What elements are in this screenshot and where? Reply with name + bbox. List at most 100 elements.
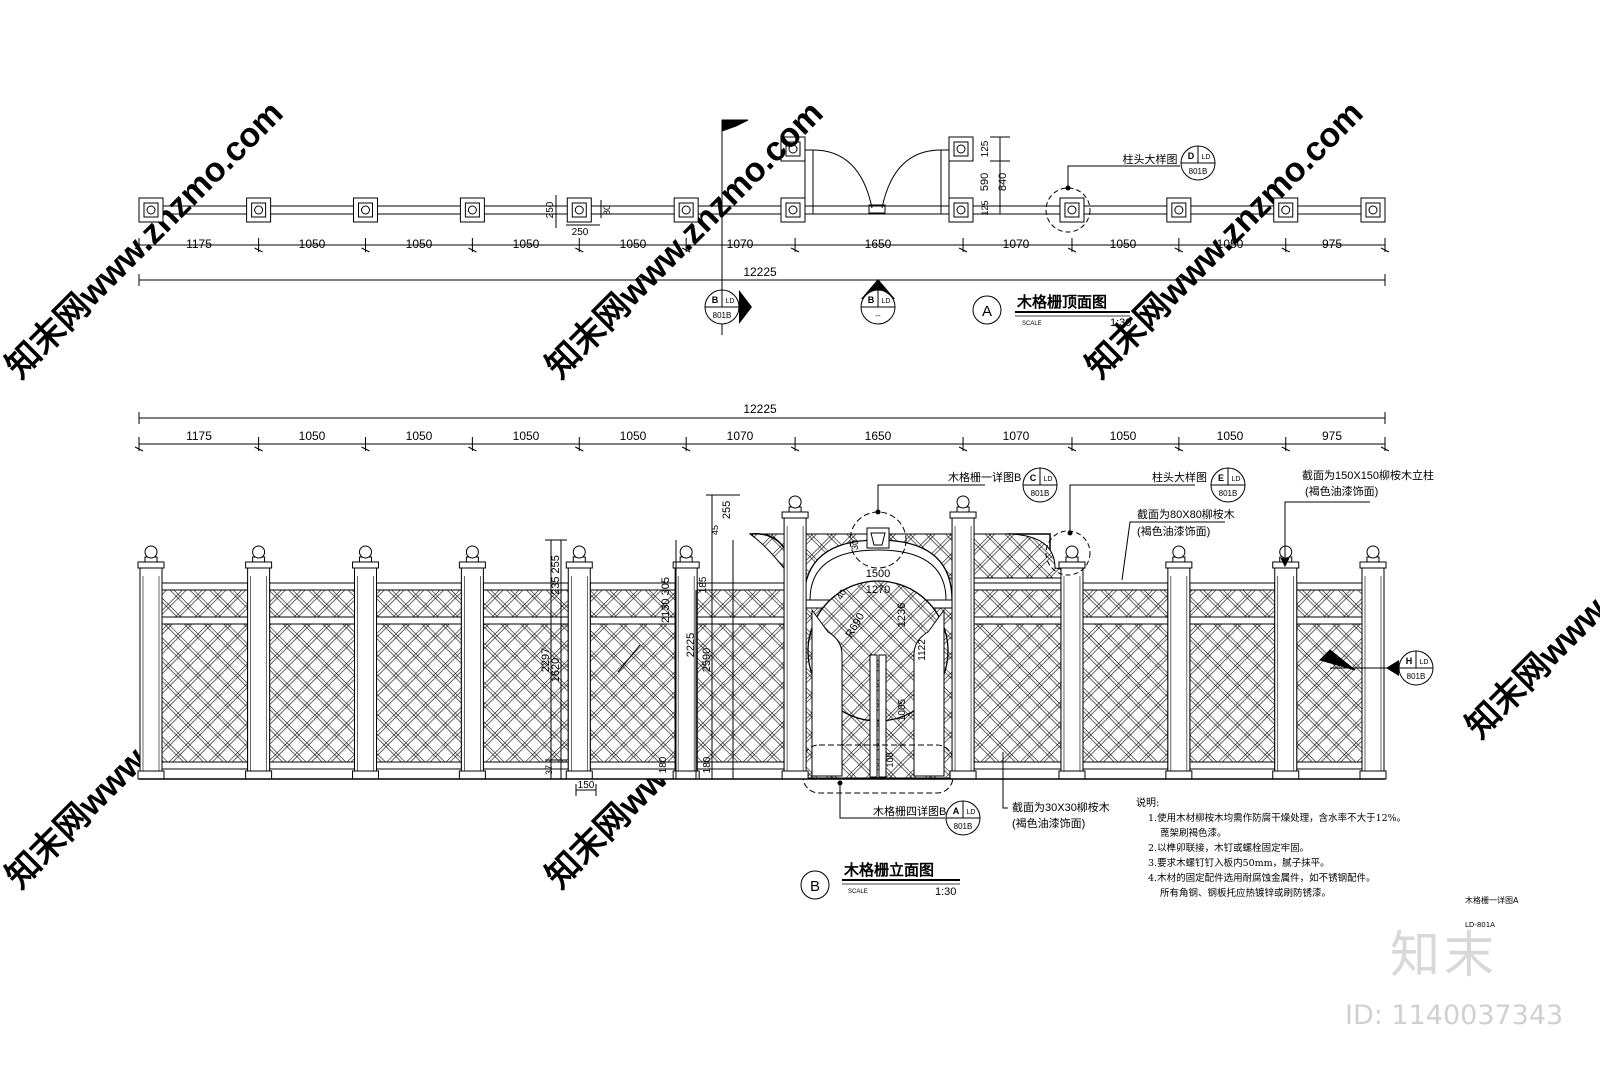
dim-slash [1067,247,1077,253]
gate-dim: 840 [997,173,1009,191]
watermark-text: 知末网www.znzmo.com [539,94,831,386]
post-cap [949,511,977,519]
callout-letter: E [1218,473,1224,483]
lower-lattice [1296,623,1363,763]
base-board [482,768,569,780]
elev-vdim: 235 255 [550,555,562,595]
section-ld: LD [726,298,735,305]
detail-callout-d: D LD 801B [1180,145,1216,181]
notes-heading: 说明: [1136,798,1160,809]
lattice-panels [161,582,1363,780]
plan-post-cap [357,202,373,218]
lower-lattice [269,623,355,763]
plan-post [1360,197,1386,223]
lower-lattice [1189,623,1276,763]
note-item: 1.使用木材柳桉木均需作防腐干燥处理，含水率不大于12%。 [1148,813,1407,824]
plan-post-cap [1365,202,1381,218]
elev-vdim: 180 [702,756,713,773]
watermark-brand: 知末 [1390,926,1498,984]
elev-span-label: 1070 [1003,429,1030,443]
post-cap [781,511,809,519]
section-marker-b2: B LD -- [860,279,896,325]
elev-span-label: 1650 [865,429,892,443]
top-rail [973,582,1062,591]
base-board [973,768,1062,780]
mid-rail [1189,616,1276,625]
plan-post [138,197,164,223]
post-cap [672,561,700,569]
section-letter: B [712,295,719,305]
dim-slash [254,247,263,253]
elev-vdim: 2225 [685,633,697,657]
top-rail [161,582,249,591]
mid-rail [1082,616,1169,625]
plan-post-finial [1281,205,1291,215]
upper-lattice [696,589,785,618]
plan-span-label: 1175 [186,237,212,251]
plan-post-finial [574,205,584,215]
plan-post-cap [571,202,587,218]
post-base [1272,770,1300,780]
elevation-view [134,412,1395,819]
gate-plan [780,136,974,215]
plan-gate-post-finial [788,205,798,215]
lattice-note-finish: (褐色油漆饰面) [1012,816,1085,830]
post-cap [1359,561,1387,569]
elev-span-label: 1050 [513,429,540,443]
post-base [1359,770,1387,780]
post-base [351,770,379,780]
base-board [161,768,249,780]
dim-slash [1281,446,1290,452]
post-finial [144,545,158,559]
plan-post-finial [467,205,477,215]
bottom-rail [1296,761,1363,770]
callout-sheet: 801B [1031,489,1050,498]
dim-slash [681,247,691,253]
callout-sheet: 801B [1407,672,1426,681]
callout-ld: LD [1044,476,1053,483]
dim-slash [681,446,691,452]
bottom-rail [482,761,569,770]
base-board [269,768,355,780]
upper-lattice [1296,589,1363,618]
gate-dim: 1270 [866,584,890,596]
elev-vdim: 180 [658,756,669,773]
detail-callout-a: A LD 801B [945,800,981,836]
lower-lattice [973,623,1062,763]
post-finial [465,545,479,559]
upper-lattice [973,589,1062,618]
elev-span-label: 1050 [1110,429,1137,443]
gate-dim: 1122 [917,639,928,661]
callout-letter: H [1406,656,1413,666]
plan-span-label: 1050 [1110,237,1137,251]
note-item: 2.以榫卯联接，木钉或螺栓固定牢固。 [1148,843,1310,854]
plan-post [459,197,485,223]
dim-slash [790,446,800,452]
plan-gate-post [780,197,806,223]
plan-span-label: 1070 [727,237,754,251]
plan-span-label: 1050 [299,237,326,251]
plan-post-cap [251,202,267,218]
post-base [949,770,977,780]
detail-callout-c: C LD 801B [1022,467,1058,503]
dim-slash [575,446,584,452]
post-base [565,770,593,780]
lattice-note: 截面为30X30柳桉木 [1012,800,1110,814]
dim-slash [468,446,477,452]
sheet-code: LD-801A [1465,921,1495,929]
mid-rail [1296,616,1363,625]
top-rail [269,582,355,591]
base-board [1189,768,1276,780]
elev-vdim: 2130 305 [660,577,672,623]
gate-dim: 100 [885,752,895,767]
plan-post-dim: 80 [602,205,612,215]
gate-dim: 40 [835,588,849,602]
plan-post-dim: 250 [545,201,556,218]
mid-rail [973,616,1062,625]
dim-slash [958,247,968,253]
elev-span-label: 1175 [186,429,212,443]
section-letter: B [868,295,875,305]
elev-annotations: 木格栅一详图B 柱头大样图 截面为150X150柳桉木立柱 (褐色油漆饰面) 截… [873,468,1434,830]
dim-slash [134,247,144,253]
callout-letter: C [1030,473,1037,483]
